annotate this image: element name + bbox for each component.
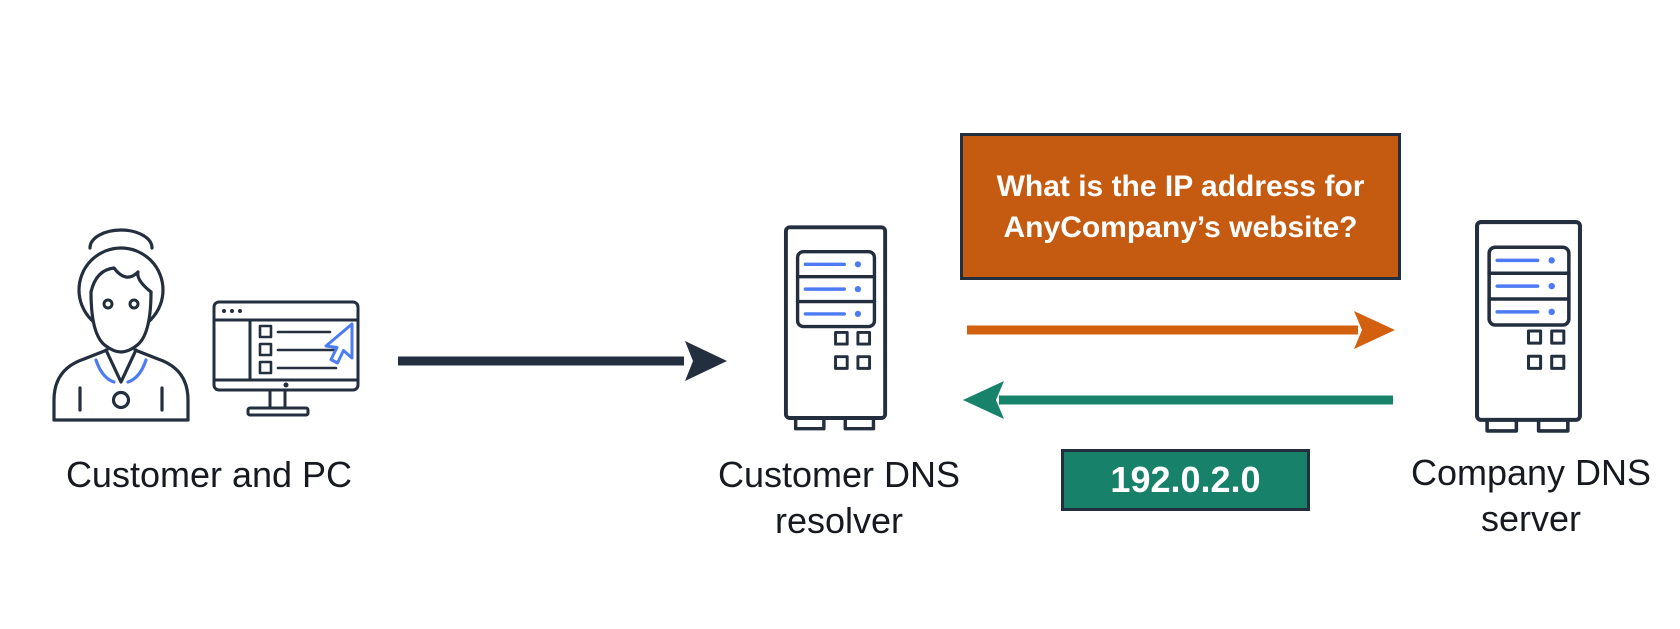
dns-answer-box: 192.0.2.0 [1061, 449, 1310, 511]
resolver-label: Customer DNS resolver [717, 454, 961, 541]
person-icon [52, 228, 190, 422]
company-dns-server-icon [1475, 220, 1582, 433]
cursor-icon [324, 322, 354, 365]
browser-monitor-icon [212, 300, 360, 417]
company-label: Company DNS server [1410, 452, 1652, 539]
arrow-customer-to-resolver [398, 341, 727, 381]
arrow-company-to-resolver [963, 381, 1393, 419]
arrow-resolver-to-company [967, 311, 1395, 349]
dns-answer-text: 192.0.2.0 [1110, 459, 1261, 500]
customer-label: Customer and PC [65, 454, 353, 495]
dns-query-box: What is the IP address for AnyCompany’s … [960, 133, 1401, 280]
dns-query-text: What is the IP address for AnyCompany’s … [996, 169, 1365, 244]
dns-resolver-server-icon [783, 225, 888, 431]
